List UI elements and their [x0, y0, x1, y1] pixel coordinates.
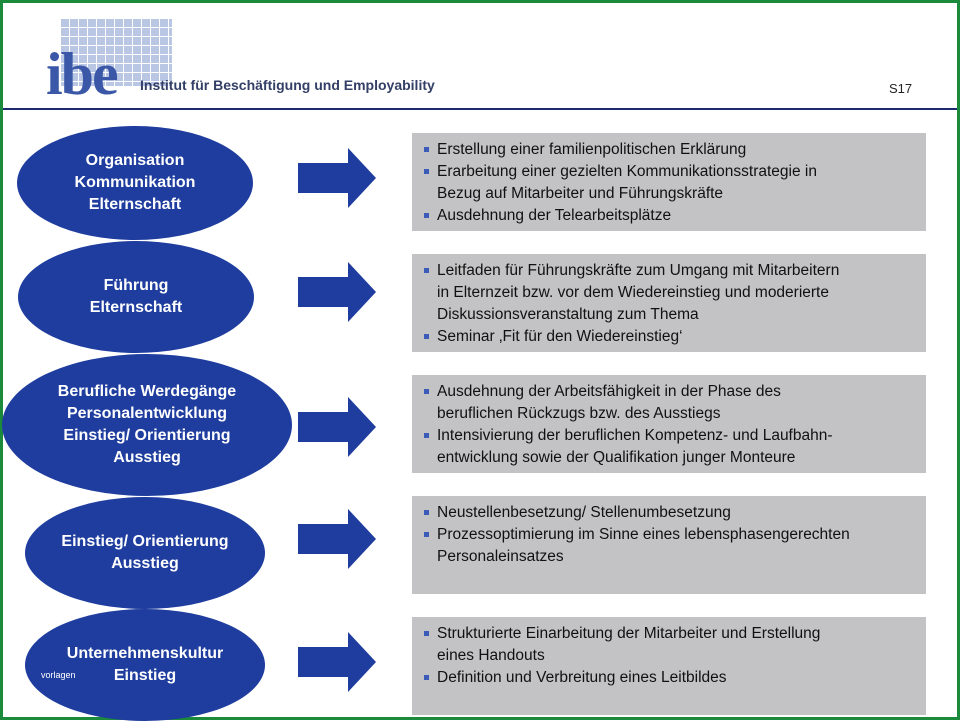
right-arrow-icon	[298, 262, 376, 322]
bullet-text: Ausdehnung der Telearbeitsplätze	[437, 207, 672, 224]
bullet-item: Intensivierung der beruflichen Kompetenz…	[422, 425, 926, 469]
topic-ellipse-werdegaenge: Berufliche Werdegänge Personalentwicklun…	[2, 354, 292, 496]
logo-grid-graphic	[60, 18, 172, 86]
right-arrow-icon	[298, 632, 376, 692]
measures-box-fuehrung: Leitfaden für Führungskräfte zum Umgang …	[412, 254, 926, 352]
topic-ellipse-organisation: Organisation Kommunikation Elternschaft	[17, 126, 253, 240]
header-divider	[3, 108, 957, 110]
slide-number: S17	[889, 81, 913, 96]
bullet-text: Neustellenbesetzung/ Stellenumbesetzung	[437, 504, 731, 521]
topic-line: Elternschaft	[89, 299, 183, 316]
measures-box-organisation: Erstellung einer familienpolitischen Erk…	[412, 133, 926, 231]
measures-box-werdegaenge: Ausdehnung der Arbeitsfähigkeit in der P…	[412, 375, 926, 473]
measures-box-unternehmenskultur: Strukturierte Einarbeitung der Mitarbeit…	[412, 617, 926, 715]
bullet-text: Seminar ‚Fit für den Wiedereinstieg‘	[437, 328, 683, 345]
topic-line: Einstieg/ Orientierung	[61, 533, 229, 550]
right-arrow-icon	[298, 509, 376, 569]
topic-line: Ausstieg	[111, 555, 179, 572]
square-bullet-icon	[424, 675, 429, 680]
bullet-text: Erstellung einer familienpolitischen Erk…	[437, 141, 747, 158]
bullet-item: Erarbeitung einer gezielten Kommunikatio…	[422, 161, 926, 205]
bullet-item: Prozessoptimierung im Sinne eines lebens…	[422, 524, 926, 568]
topic-line: Einstieg/ Orientierung	[63, 427, 231, 444]
topic-line: Kommunikation	[74, 174, 196, 191]
footer-note: vorlagen	[41, 670, 76, 680]
bullet-item: Erstellung einer familienpolitischen Erk…	[422, 139, 926, 161]
square-bullet-icon	[424, 334, 429, 339]
bullet-item: Neustellenbesetzung/ Stellenumbesetzung	[422, 502, 926, 524]
bullet-item: Leitfaden für Führungskräfte zum Umgang …	[422, 260, 926, 326]
square-bullet-icon	[424, 389, 429, 394]
logo-wordmark: ibe	[46, 41, 119, 107]
measures-box-einstieg: Neustellenbesetzung/ Stellenumbesetzung …	[412, 496, 926, 594]
bullet-item: Strukturierte Einarbeitung der Mitarbeit…	[422, 623, 926, 667]
topic-line: Ausstieg	[113, 449, 181, 466]
bullet-text: Erarbeitung einer gezielten Kommunikatio…	[437, 163, 817, 202]
institute-name: Institut für Beschäftigung und Employabi…	[140, 77, 435, 93]
topic-line: Personalentwicklung	[66, 405, 228, 422]
square-bullet-icon	[424, 213, 429, 218]
bullet-item: Ausdehnung der Telearbeitsplätze	[422, 205, 926, 227]
topic-line: Einstieg	[113, 667, 177, 684]
topic-line: Berufliche Werdegänge	[57, 383, 237, 400]
square-bullet-icon	[424, 147, 429, 152]
bullet-item: Definition und Verbreitung eines Leitbil…	[422, 667, 926, 689]
right-arrow-icon	[298, 397, 376, 457]
topic-line: Organisation	[85, 152, 185, 169]
bullet-text: Ausdehnung der Arbeitsfähigkeit in der P…	[437, 383, 781, 422]
square-bullet-icon	[424, 268, 429, 273]
topic-line: Führung	[103, 277, 169, 294]
bullet-text: Leitfaden für Führungskräfte zum Umgang …	[437, 262, 840, 323]
topic-line: Unternehmenskultur	[66, 645, 224, 662]
bullet-item: Ausdehnung der Arbeitsfähigkeit in der P…	[422, 381, 926, 425]
bullet-text: Definition und Verbreitung eines Leitbil…	[437, 669, 727, 686]
topic-ellipse-fuehrung: Führung Elternschaft	[18, 241, 254, 353]
bullet-text: Strukturierte Einarbeitung der Mitarbeit…	[437, 625, 821, 664]
square-bullet-icon	[424, 169, 429, 174]
bullet-item: Seminar ‚Fit für den Wiedereinstieg‘	[422, 326, 926, 348]
topic-ellipse-einstieg: Einstieg/ Orientierung Ausstieg	[25, 497, 265, 609]
bullet-text: Prozessoptimierung im Sinne eines lebens…	[437, 526, 850, 565]
square-bullet-icon	[424, 532, 429, 537]
square-bullet-icon	[424, 433, 429, 438]
topic-line: Elternschaft	[88, 196, 182, 213]
square-bullet-icon	[424, 510, 429, 515]
topic-ellipse-unternehmenskultur: Unternehmenskultur Einstieg	[25, 609, 265, 721]
square-bullet-icon	[424, 631, 429, 636]
bullet-text: Intensivierung der beruflichen Kompetenz…	[437, 427, 833, 466]
right-arrow-icon	[298, 148, 376, 208]
